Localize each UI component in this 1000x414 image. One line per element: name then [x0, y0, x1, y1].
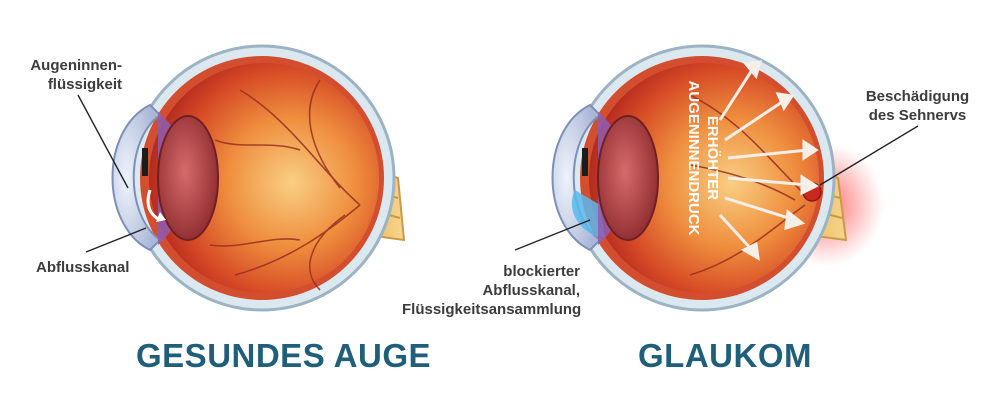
cornea: [551, 103, 602, 252]
retina-fundus: [589, 63, 819, 293]
pointer-blocked-drain: [514, 219, 591, 251]
cornea: [111, 103, 162, 252]
title-healthy: GESUNDES AUGE: [136, 337, 431, 374]
label-drain: Abflusskanal: [36, 259, 130, 276]
label-fluid-line-2: flüssigkeit: [47, 76, 122, 93]
pressure-text-line-1: ERHÖHTER: [704, 116, 721, 200]
label-optic-damage-line-2: des Sehnervs: [868, 107, 967, 124]
pointer-fluid: [77, 94, 129, 189]
label-fluid: Augeninnen- flüssigkeit: [24, 56, 122, 94]
label-blocked-line-1: blockierter: [503, 263, 580, 280]
label-blocked-line-3: Flüssigkeitsansammlung: [402, 301, 582, 318]
lens: [597, 115, 659, 241]
retinal-vessels: [209, 79, 361, 291]
label-blocked: blockierter Abflusskanal, Flüssigkeitsan…: [402, 262, 582, 319]
pressure-text-line-2: AUGENINNENDRUCK: [685, 80, 702, 235]
pressure-arrows: [718, 60, 820, 261]
fluid-buildup: [571, 190, 605, 238]
lens: [157, 115, 219, 241]
retina-fundus: [149, 63, 379, 293]
label-optic-damage: Beschädigung des Sehnervs: [855, 87, 980, 125]
pointer-drain: [85, 227, 147, 253]
pointer-optic-damage: [819, 125, 919, 186]
glaucoma-eye-illustration: ERHÖHTER AUGENINNENDRUCK: [514, 44, 919, 312]
label-optic-damage-line-1: Beschädigung: [865, 88, 970, 105]
pressure-text: ERHÖHTER AUGENINNENDRUCK: [685, 80, 721, 235]
label-fluid-line-1: Augeninnen-: [30, 57, 122, 74]
title-glaucoma: GLAUKOM: [638, 337, 812, 374]
label-blocked-line-2: Abflusskanal,: [482, 282, 580, 299]
healthy-eye-illustration: [77, 44, 406, 312]
